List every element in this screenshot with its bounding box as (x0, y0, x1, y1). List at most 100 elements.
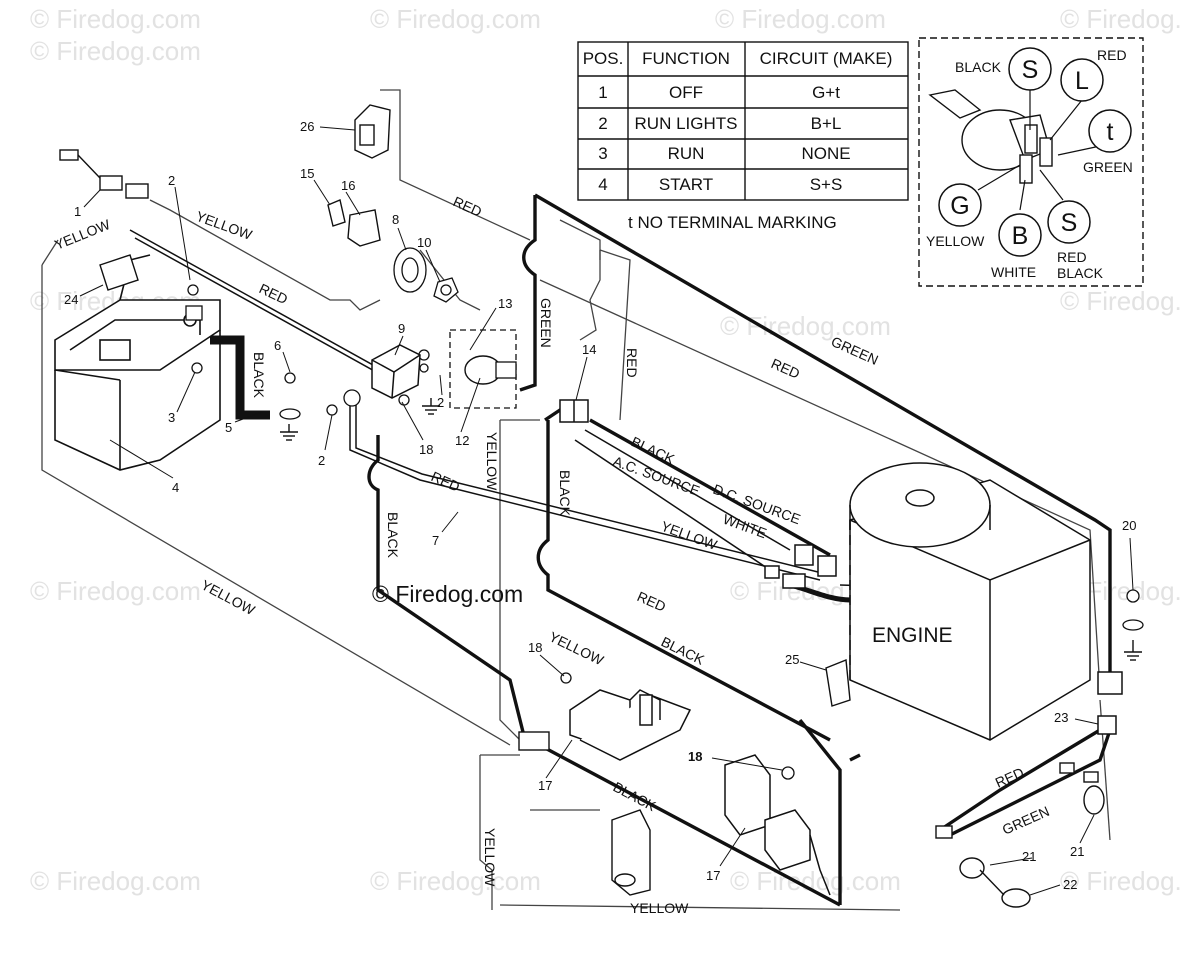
wire-label-black: BLACK (611, 779, 660, 815)
table-cell: 1 (598, 83, 607, 102)
wire-label-yellow: YELLOW (52, 216, 113, 253)
watermark: © Firedog.com (370, 4, 541, 34)
headlight-sockets (935, 762, 1105, 908)
wire-label-yellow: YELLOW (484, 432, 500, 491)
wire-label-red: RED (635, 588, 669, 615)
switch-detail: S L t G B S BLACK RED GREEN YELLOW WHITE… (918, 37, 1144, 287)
hardware-parts (185, 247, 1144, 780)
connector-26 (354, 104, 391, 159)
switch-wire-red: RED (1097, 47, 1127, 63)
part-number: 20 (1122, 518, 1136, 533)
part-number: 10 (417, 235, 431, 250)
ground-symbol (1124, 640, 1142, 661)
wire-labels: YELLOW YELLOW RED BLACK RED GREEN RED RE… (52, 193, 1052, 916)
table-header-pos: POS. (583, 49, 624, 68)
cables (129, 229, 1001, 591)
switch-wire-white: WHITE (991, 264, 1036, 280)
part-number: 16 (341, 178, 355, 193)
part-number: 21 (1022, 849, 1036, 864)
solenoid-9 (371, 344, 421, 399)
wire-label-yellow: YELLOW (630, 900, 689, 916)
table-cell: G+t (812, 83, 840, 102)
watermark: © Firedog.com (30, 866, 201, 896)
table-cell: NONE (801, 144, 850, 163)
switch-detail-frame (918, 37, 1144, 287)
watermark: © Firedog.com (30, 4, 201, 34)
bracket (611, 809, 651, 896)
part-number: 1 (74, 204, 81, 219)
wire-label-green: GREEN (538, 298, 554, 348)
part-number: 23 (1054, 710, 1068, 725)
table-cell: 3 (598, 144, 607, 163)
table-header-function: FUNCTION (642, 49, 730, 68)
table-cell: 2 (598, 114, 607, 133)
table-cell: OFF (669, 83, 703, 102)
table-note: t NO TERMINAL MARKING (628, 213, 837, 232)
part-number: 6 (274, 338, 281, 353)
part-numbers: 1 2 24 3 4 5 6 2 26 15 16 8 10 9 13 12 2… (64, 119, 1136, 892)
switch-wire-black: BLACK (955, 59, 1002, 75)
part-number: 5 (225, 420, 232, 435)
wire-label-yellow: YELLOW (547, 628, 607, 668)
part-number: 22 (1063, 877, 1077, 892)
watermark: © Firedog.com (720, 311, 891, 341)
part-number: 7 (432, 533, 439, 548)
wire-label-red: RED (993, 764, 1027, 791)
engine-label: ENGINE (872, 624, 953, 647)
table-cell: RUN (668, 144, 705, 163)
ignition-switch-assembly (449, 329, 517, 409)
engine-block (849, 462, 1091, 741)
part-number: 14 (582, 342, 596, 357)
heavy-wires (367, 193, 1112, 907)
terminal-t: t (1107, 118, 1114, 146)
ground-symbol (422, 398, 440, 415)
part-number: 3 (168, 410, 175, 425)
wire-label-red: RED (769, 355, 803, 382)
part-number: 2 (437, 395, 444, 410)
connector-23 (1097, 671, 1123, 735)
part-number: 2 (168, 173, 175, 188)
seat-switch-17 (569, 689, 692, 761)
watermark: © Firedog.com (1060, 4, 1180, 34)
connector-25 (825, 659, 851, 707)
switch-wire-yellow: YELLOW (926, 233, 985, 249)
battery (54, 254, 221, 471)
part-number: 18 (528, 640, 542, 655)
part-number: 8 (392, 212, 399, 227)
terminal-s-bottom: S (1061, 209, 1078, 237)
wire-connector-1 (59, 149, 149, 199)
wire-label-yellow: YELLOW (194, 208, 255, 243)
watermark: © Firedog.com (370, 866, 541, 896)
switch-parts-15-16 (327, 199, 381, 247)
wire-connector-24 (99, 254, 139, 291)
part-number: 26 (300, 119, 314, 134)
table-cell: 4 (598, 175, 607, 194)
part-number: 13 (498, 296, 512, 311)
table-cell: S+S (810, 175, 843, 194)
watermark: © Firedog.com (1060, 866, 1180, 896)
copyright-text: © Firedog.com (372, 581, 523, 607)
part-number: 21 (1070, 844, 1084, 859)
terminal-b: B (1012, 222, 1029, 250)
wire-label-black: BLACK (251, 352, 267, 399)
part-number: 2 (318, 453, 325, 468)
wire-label-yellow: YELLOW (199, 577, 259, 619)
table-header-circuit: CIRCUIT (MAKE) (760, 49, 893, 68)
watermark: © Firedog.com (715, 4, 886, 34)
connector-14 (559, 399, 589, 423)
safety-switch-17 (724, 754, 831, 896)
watermark: © Firedog.com (30, 576, 201, 606)
part-number: 12 (455, 433, 469, 448)
terminal-g: G (950, 192, 969, 220)
dc-connectors (764, 544, 837, 589)
part-number: 9 (398, 321, 405, 336)
part-number: 24 (64, 292, 78, 307)
part-number: 18 (419, 442, 433, 457)
leader-lines (79, 126, 1134, 896)
part-number: 25 (785, 652, 799, 667)
table-cell: START (659, 175, 713, 194)
wire-label-red: RED (624, 348, 640, 378)
switch-wire-red-black-2: BLACK (1057, 265, 1104, 281)
switch-wire-green: GREEN (1083, 159, 1133, 175)
